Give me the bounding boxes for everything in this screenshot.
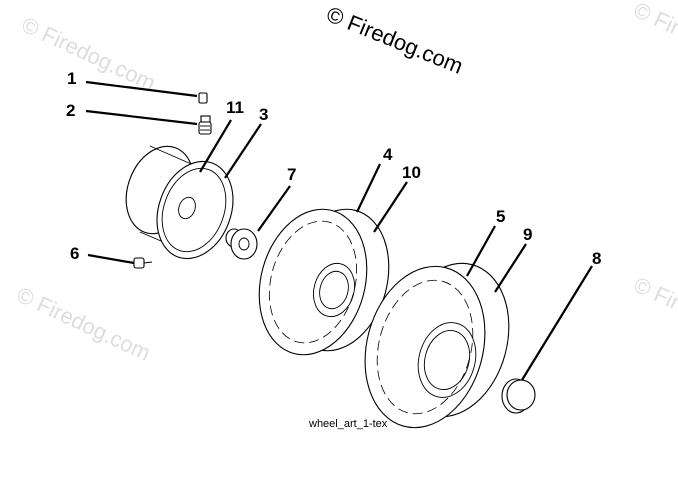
callout-1: 1 <box>67 69 76 88</box>
part-6-bolt <box>133 257 153 269</box>
copyright-text: © Firedog.com <box>323 1 466 78</box>
watermark-right-mid: © Firedog.com <box>630 272 678 356</box>
watermark-right-top: © Firedog.com <box>630 0 678 81</box>
callout-4: 4 <box>383 145 393 164</box>
leader-3 <box>224 123 262 179</box>
callout-5: 5 <box>496 207 505 226</box>
callout-2: 2 <box>66 101 75 120</box>
part-3-rim <box>125 145 234 260</box>
callout-8: 8 <box>592 249 601 268</box>
callouts: 1 2 11 3 6 7 4 10 5 9 8 <box>66 69 601 268</box>
callout-10: 10 <box>402 163 421 182</box>
leader-9 <box>494 243 527 293</box>
leader-2 <box>85 109 198 126</box>
part-1-valve-cap <box>198 92 208 104</box>
leader-5 <box>466 225 496 277</box>
leader-11 <box>199 119 232 173</box>
leader-1 <box>85 80 198 98</box>
callout-3: 3 <box>259 105 268 124</box>
leader-6 <box>87 253 135 265</box>
watermark-left-mid: © Firedog.com <box>13 282 155 366</box>
part-4-front-tire <box>258 208 390 356</box>
part-2-valve-stem <box>198 115 212 135</box>
leader-7 <box>257 185 291 232</box>
diagram-caption: wheel_art_1-tex <box>308 418 388 430</box>
callout-11: 11 <box>226 98 244 117</box>
leader-8 <box>521 265 593 381</box>
part-8-hub-cap <box>501 378 536 414</box>
leader-10 <box>373 181 408 233</box>
leader-4 <box>356 163 381 213</box>
part-5-rear-tire <box>364 262 510 429</box>
leader-lines <box>85 80 593 381</box>
callout-6: 6 <box>70 244 79 263</box>
part-7-bushing <box>225 228 258 260</box>
callout-7: 7 <box>287 165 296 184</box>
callout-9: 9 <box>523 225 532 244</box>
